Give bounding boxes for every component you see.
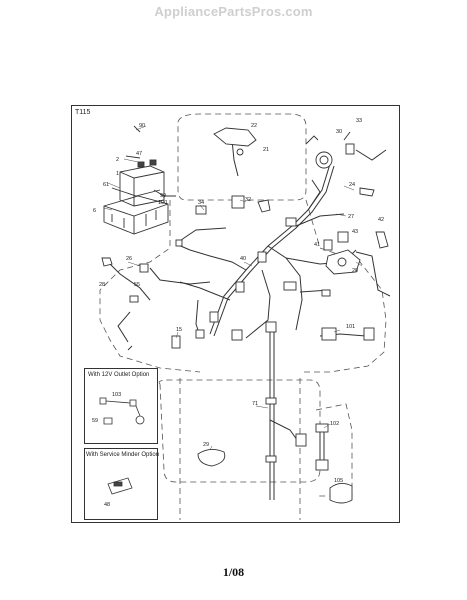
part-label-24: 24 xyxy=(349,182,355,188)
inset-service-minder-title: With Service Minder Option xyxy=(86,452,160,458)
part-label-33: 33 xyxy=(356,118,362,124)
part-label-21: 21 xyxy=(263,147,269,153)
part-label-15: 15 xyxy=(176,327,182,333)
diagram-frame xyxy=(71,105,400,523)
part-label-61: 61 xyxy=(103,182,109,188)
part-label-42: 42 xyxy=(378,217,384,223)
part-label-22: 22 xyxy=(251,123,257,129)
part-label-101: 101 xyxy=(346,324,355,330)
part-label-90: 90 xyxy=(139,123,145,129)
inset-service-minder-drawing: 48 xyxy=(104,477,133,508)
part-label-2: 2 xyxy=(116,157,119,163)
inset-12v-outlet-drawing: 103 59 xyxy=(92,392,145,425)
part-label-40: 40 xyxy=(240,256,246,262)
part-label-102: 102 xyxy=(330,421,339,427)
part-labels: 90 22 21 30 33 2 47 1 61 99 100 6 34 32 … xyxy=(93,118,384,484)
part-label-105: 105 xyxy=(334,478,343,484)
part-label-6: 6 xyxy=(93,208,96,214)
component-parts xyxy=(101,127,389,504)
part-label-47: 47 xyxy=(136,151,142,157)
inset-12v-outlet-title: With 12V Outlet Option xyxy=(88,372,150,378)
part-label-41: 41 xyxy=(314,242,320,248)
part-label-55: 55 xyxy=(134,282,140,288)
part-label-34: 34 xyxy=(198,200,204,206)
battery xyxy=(119,159,165,207)
part-label-43: 43 xyxy=(352,229,358,235)
diagram-code: T115 xyxy=(75,109,91,116)
inset-12v-outlet xyxy=(84,368,158,444)
part-label-71: 71 xyxy=(252,401,258,407)
leader-lines xyxy=(103,125,363,451)
part-label-59: 59 xyxy=(92,418,98,424)
part-label-48: 48 xyxy=(104,502,110,508)
battery-cables xyxy=(111,125,176,197)
part-label-99: 99 xyxy=(160,193,166,199)
part-label-28: 28 xyxy=(99,282,105,288)
part-label-29: 29 xyxy=(203,442,209,448)
part-label-20: 20 xyxy=(352,268,358,274)
page-label: 1/08 xyxy=(222,565,245,579)
part-label-27: 27 xyxy=(348,214,354,220)
part-label-103: 103 xyxy=(112,392,121,398)
watermark-text: AppliancePartsPros.com xyxy=(154,4,313,19)
part-label-100: 100 xyxy=(158,200,167,206)
part-label-30: 30 xyxy=(336,129,342,135)
part-label-26: 26 xyxy=(126,256,132,262)
battery-tray xyxy=(103,195,169,235)
tractor-outline xyxy=(99,113,387,520)
part-label-1: 1 xyxy=(116,171,119,177)
connectors xyxy=(139,217,375,471)
part-label-32: 32 xyxy=(245,197,251,203)
